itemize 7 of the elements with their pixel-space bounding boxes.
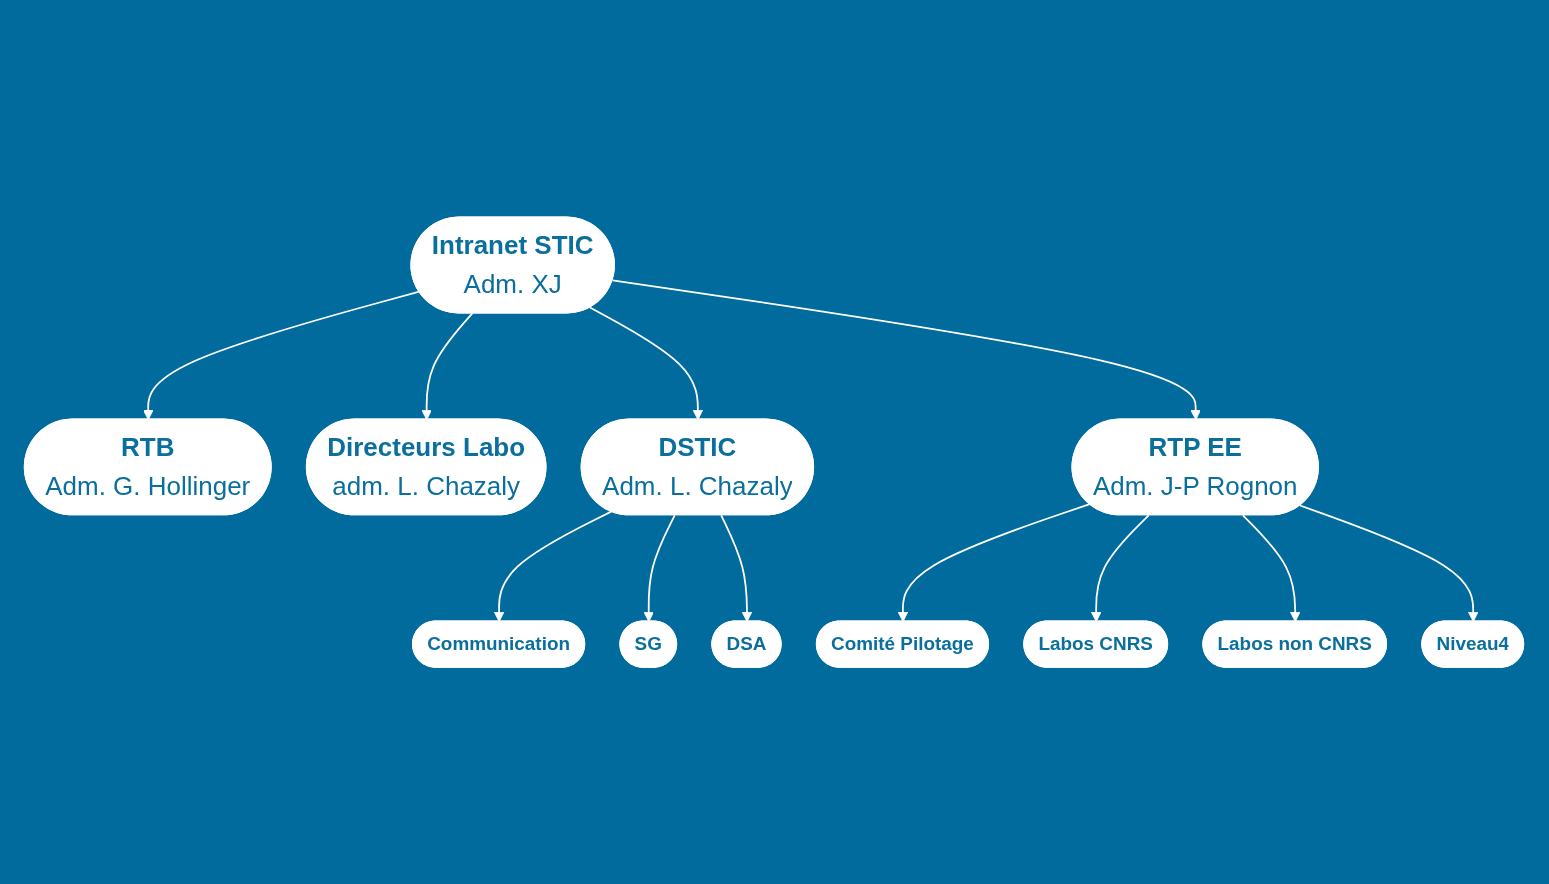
arrow [644,514,677,622]
arrow [494,510,613,622]
arrow [1242,514,1301,622]
arrow [1091,514,1151,622]
arrow [898,503,1092,622]
arrow [1299,504,1479,622]
arrow [720,514,753,622]
